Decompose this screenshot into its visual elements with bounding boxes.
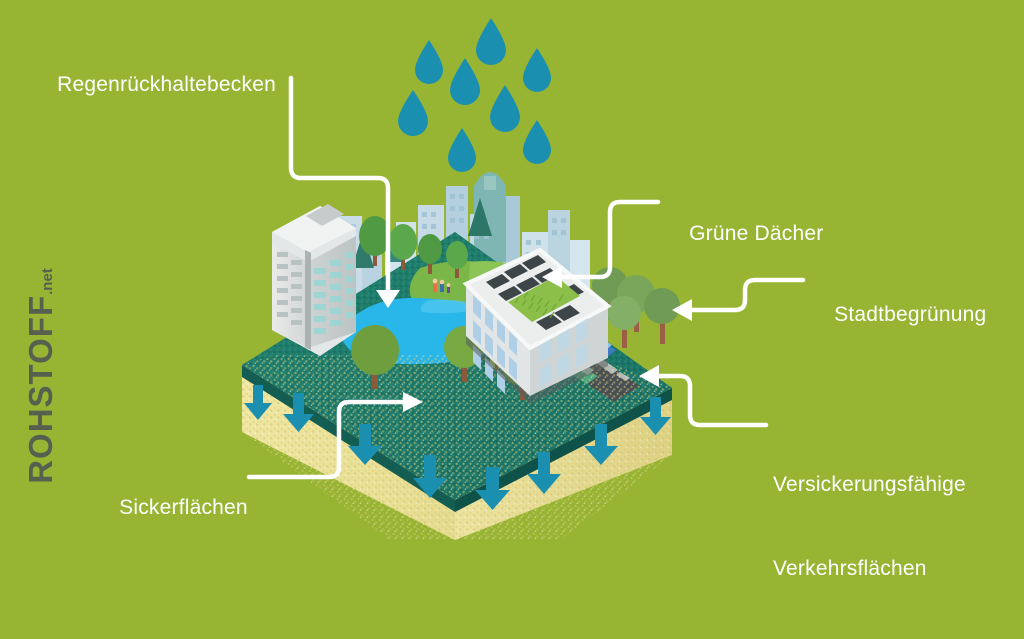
- label-versickerungsfaehige-verkehrsflaechen: Versickerungsfähige Verkehrsflächen: [773, 415, 966, 639]
- connector-arrowheads: [376, 266, 692, 412]
- pedestrians: [432, 278, 451, 293]
- infiltration-arrow: [584, 424, 618, 465]
- callout-connectors: [246, 75, 806, 480]
- connector-regenrueckhaltebecken: [288, 75, 391, 295]
- raindrops: [398, 18, 551, 172]
- arrowhead-soil: [403, 392, 423, 412]
- label-stadtbegruenung: Stadtbegrünung: [810, 273, 986, 357]
- connector-gruene-daecher: [557, 199, 661, 280]
- label-regenrueckhaltebecken: Regenrückhaltebecken: [33, 43, 276, 127]
- infiltration-arrow: [640, 397, 671, 435]
- infiltration-arrows: [244, 385, 671, 510]
- scene-illustration: [242, 18, 680, 540]
- connector-versickerungsfaehige: [654, 373, 769, 428]
- high-rise-tower: [272, 204, 356, 356]
- infiltration-arrow: [283, 393, 314, 432]
- label-gruene-daecher-text: Grüne Dächer: [689, 222, 824, 245]
- infographic-canvas: Regenrückhaltebecken Grüne Dächer Stadtb…: [22, 18, 986, 580]
- infiltration-arrow: [475, 467, 510, 510]
- label-versickerungsfaehige-line1: Versickerungsfähige: [773, 473, 966, 496]
- label-regenrueckhaltebecken-text: Regenrückhaltebecken: [57, 73, 276, 96]
- arrowhead-trees: [672, 299, 692, 321]
- infiltration-arrow: [348, 424, 382, 465]
- infiltration-arrow: [413, 455, 447, 498]
- connector-sickerflaechen: [246, 399, 408, 480]
- label-sickerflaechen-text: Sickerflächen: [119, 496, 248, 519]
- infiltration-arrow: [244, 385, 272, 420]
- arrowhead-green-roof: [542, 266, 562, 288]
- infiltration-arrow: [527, 452, 561, 494]
- label-stadtbegruenung-text: Stadtbegrünung: [834, 303, 987, 326]
- arrowhead-road: [639, 365, 659, 387]
- arrowhead-pond: [376, 290, 400, 308]
- label-versickerungsfaehige-line2: Verkehrsflächen: [773, 557, 927, 580]
- label-sickerflaechen: Sickerflächen: [95, 466, 248, 550]
- connector-stadtbegruenung: [687, 277, 806, 313]
- label-gruene-daecher: Grüne Dächer: [665, 192, 823, 276]
